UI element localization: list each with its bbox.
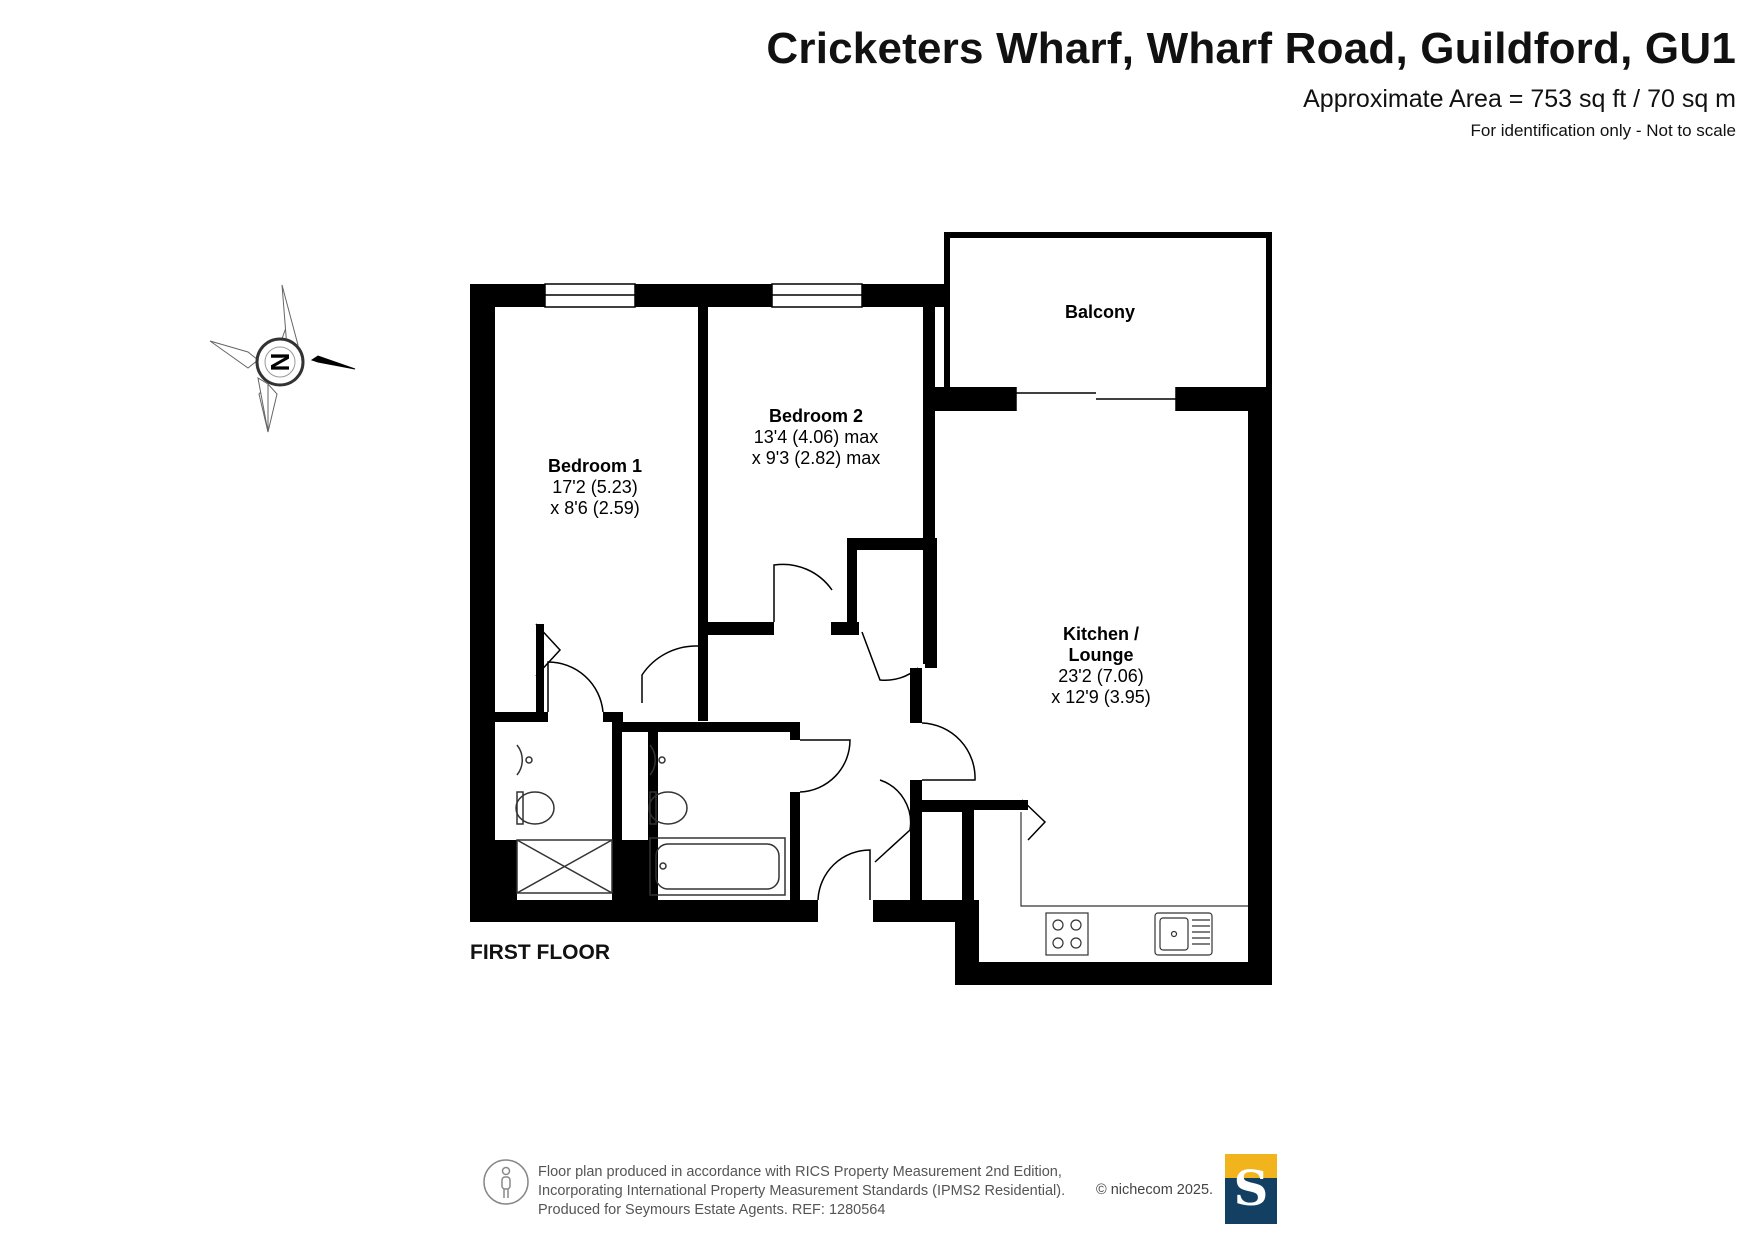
footer-line3: Produced for Seymours Estate Agents. REF… [538,1202,886,1218]
bathroom-fixtures [648,744,786,896]
walls [470,232,1272,985]
seymours-logo: S [1225,1154,1277,1224]
kitchen-worktop [1020,812,1248,907]
bedroom1-dim1: 17'2 (5.23) [552,477,638,497]
balcony-name: Balcony [1065,302,1135,322]
scale-note: For identification only - Not to scale [1470,121,1736,140]
footer-notes: Floor plan produced in accordance with R… [538,1163,1065,1220]
doors [535,563,1047,901]
windows [544,283,863,308]
ipms-person-icon [483,1159,529,1205]
kitchen-name-line2: Lounge [1069,645,1134,665]
copyright: © nichecom 2025. [1096,1182,1214,1198]
ensuite-fixtures [515,744,613,894]
kitchen-dim1: 23'2 (7.06) [1058,666,1144,686]
logo-gold-band [1225,1154,1277,1178]
sink-icon [1154,912,1213,956]
logo-navy-band [1225,1178,1277,1224]
compass-rose-icon: N [209,284,356,433]
footer-line2: Incorporating International Property Mea… [538,1183,1066,1199]
bedroom2-dim2: x 9'3 (2.82) max [752,448,881,468]
bedroom1-dim2: x 8'6 (2.59) [550,498,639,518]
bedroom1-name: Bedroom 1 [548,456,642,476]
hob-icon [1045,912,1089,956]
kitchen-dim2: x 12'9 (3.95) [1051,687,1151,707]
floor-label: FIRST FLOOR [470,941,610,964]
compass-north-label: N [265,353,295,372]
kitchen-name-line1: Kitchen / [1063,624,1139,644]
approximate-area: Approximate Area = 753 sq ft / 70 sq m [1303,85,1736,113]
property-title: Cricketers Wharf, Wharf Road, Guildford,… [766,24,1736,73]
footer-line1: Floor plan produced in accordance with R… [538,1164,1062,1180]
bedroom2-name: Bedroom 2 [769,406,863,426]
footer: Floor plan produced in accordance with R… [482,1158,1282,1244]
balcony-sliding-door [1015,387,1177,411]
logo-letter: S [1233,1161,1269,1217]
bedroom2-dim1: 13'4 (4.06) max [754,427,879,447]
